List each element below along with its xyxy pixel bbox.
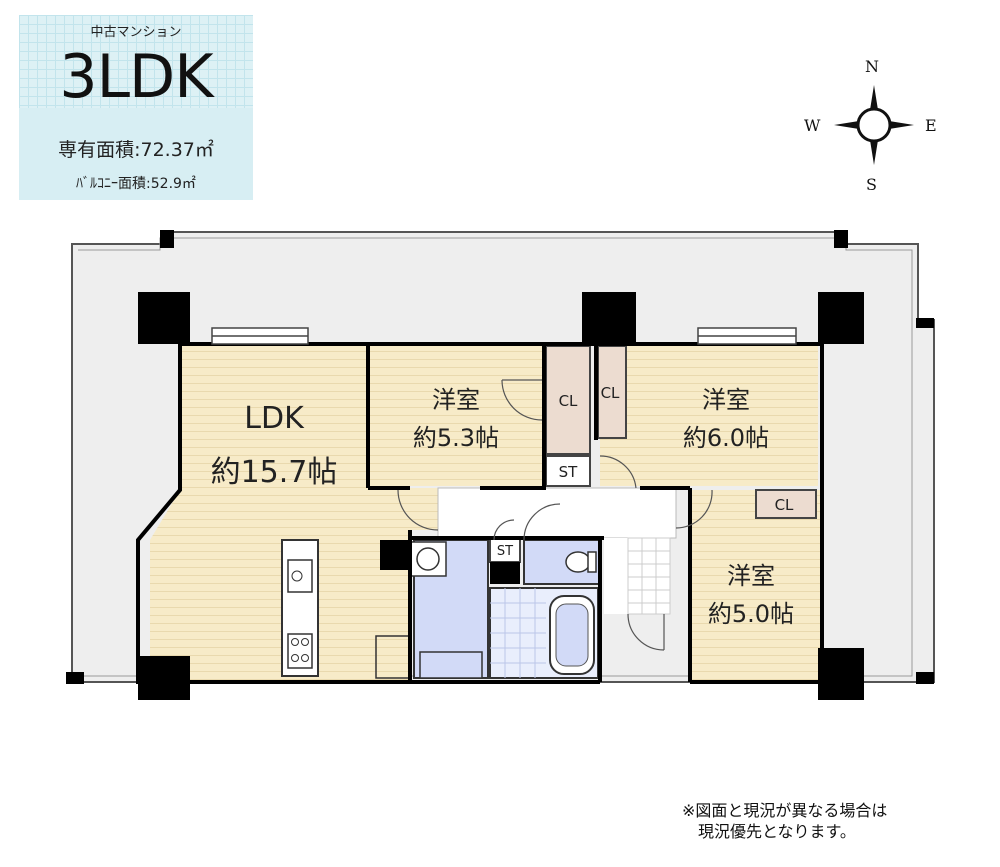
hallway (437, 487, 677, 539)
closet-3-label: CL (775, 496, 794, 514)
western-room-3-name: 洋室 (727, 562, 775, 590)
washing-machine-space (419, 651, 483, 679)
compass: N S E W (800, 55, 950, 195)
disclaimer-line-1: ※図面と現況が異なる場合は (682, 801, 888, 820)
info-grid-background (19, 15, 253, 108)
closet-2 (597, 345, 627, 439)
walls (136, 342, 824, 684)
doors (397, 379, 713, 651)
closet-2-label: CL (601, 384, 620, 402)
western-room-2-name: 洋室 (702, 386, 750, 414)
storage-1-label: ST (559, 463, 579, 481)
western-room-1-size: 約5.3帖 (413, 424, 499, 452)
compass-rose-icon (834, 85, 914, 165)
storage-1 (545, 455, 591, 487)
compass-west-label: W (804, 116, 821, 135)
compass-east-label: E (925, 116, 937, 135)
info-panel: 中古マンション 3LDK 専有面積:72.37㎡ ﾊﾞﾙｺﾆｰ面積:52.9㎡ (19, 15, 253, 200)
closet-3 (755, 489, 817, 519)
western-room-1-name: 洋室 (432, 386, 480, 414)
property-category: 中古マンション (90, 25, 182, 40)
layout-type: 3LDK (59, 42, 213, 112)
balcony-area: ﾊﾞﾙｺﾆｰ面積:52.9㎡ (76, 176, 196, 192)
disclaimer-line-2: 現況優先となります。 (698, 822, 856, 841)
closet-1-label: CL (559, 392, 578, 410)
compass-north-label: N (865, 57, 879, 76)
ldk-size: 約15.7帖 (211, 455, 338, 490)
columns (138, 292, 864, 700)
disclaimer-note: ※図面と現況が異なる場合は 現況優先となります。 (682, 800, 982, 842)
ldk-name: LDK (244, 401, 305, 436)
compass-south-label: S (866, 175, 877, 194)
stove-icon (287, 633, 313, 669)
bathroom-tile (490, 588, 546, 678)
toilet-icon (565, 551, 591, 573)
closet-1 (545, 345, 591, 455)
floor-area: 専有面積:72.37㎡ (58, 139, 214, 161)
western-room-3-size: 約5.0帖 (708, 600, 794, 628)
storage-2-label: ST (497, 544, 513, 559)
windows (211, 327, 797, 345)
western-room-2-size: 約6.0帖 (683, 424, 769, 452)
entrance-tile (627, 537, 671, 615)
